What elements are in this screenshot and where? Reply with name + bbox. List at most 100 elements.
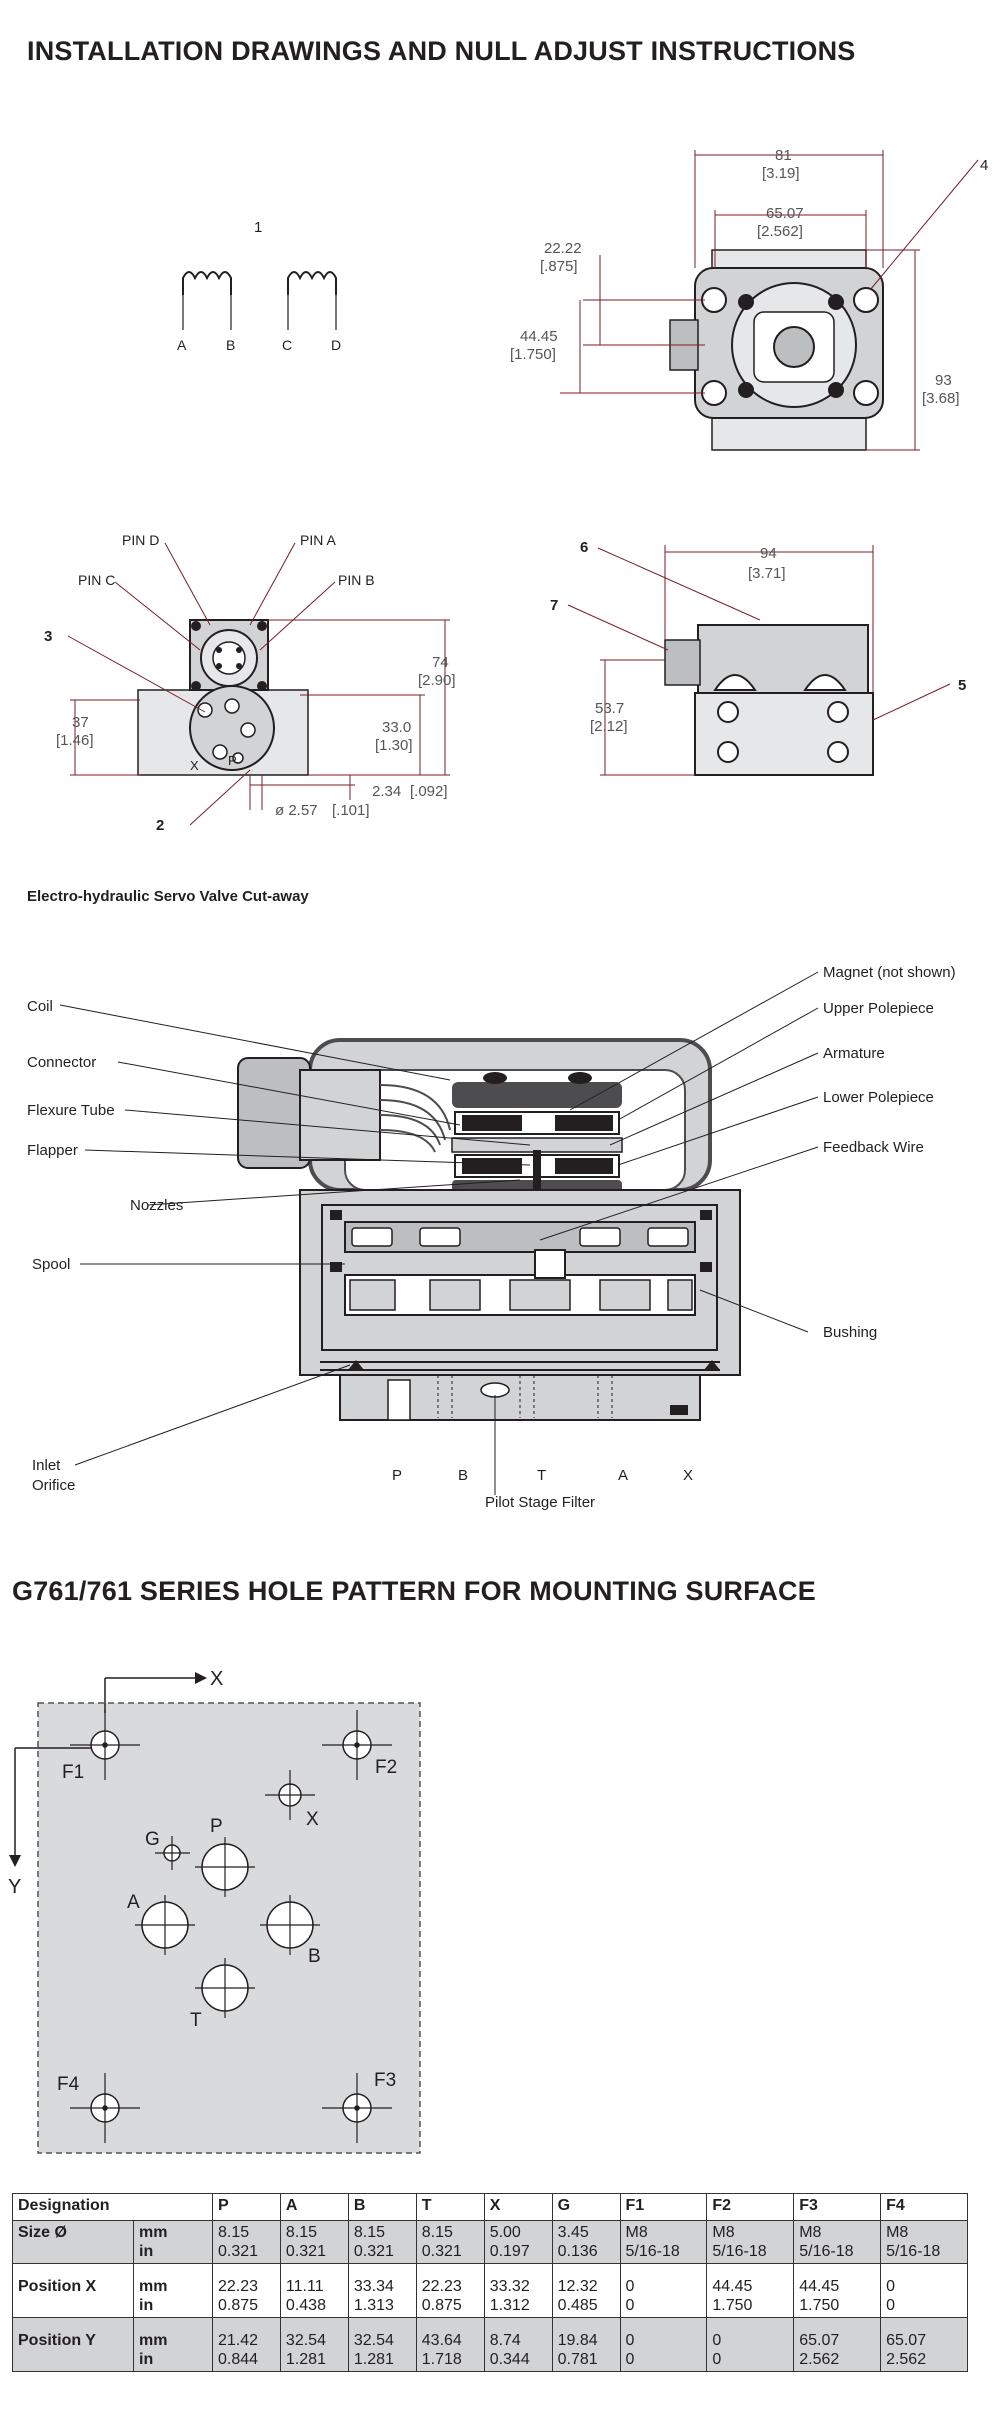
top-dim-6507-in: [2.562]: [757, 223, 803, 240]
front-dim-330-in: [1.30]: [375, 737, 413, 754]
top-dim-4445-in: [1.750]: [510, 346, 556, 363]
hole-f3: F3: [374, 2070, 396, 2091]
hole-x: X: [306, 1809, 319, 1830]
hole-a: A: [127, 1892, 140, 1913]
front-port-p: P: [228, 753, 237, 768]
row-label-position-x: Position X: [12, 2263, 134, 2318]
table-header-row: Designation P A B T X G F1 F2 F3 F4: [12, 2193, 968, 2221]
top-dim-2222: 22.22: [544, 240, 582, 257]
section-title-hole-pattern: G761/761 SERIES HOLE PATTERN FOR MOUNTIN…: [12, 1576, 816, 1606]
header-f4: F4: [880, 2193, 968, 2221]
cell-mm: 0: [712, 2332, 722, 2349]
front-dim-37: 37: [72, 714, 89, 731]
unit-mm: mm: [139, 2224, 168, 2241]
coil-number: 1: [254, 219, 262, 236]
cell-in: 1.750: [712, 2297, 753, 2314]
cell-in: 0.344: [489, 2351, 530, 2368]
hole-f4: F4: [57, 2074, 80, 2095]
section-title-cutaway: Electro-hydraulic Servo Valve Cut-away: [27, 888, 309, 905]
cell-mm: 33.34: [353, 2278, 394, 2295]
cell-mm: 33.32: [489, 2278, 530, 2295]
hole-p: P: [210, 1816, 223, 1837]
hole-t: T: [190, 2010, 202, 2031]
cell-in: 0.844: [218, 2351, 259, 2368]
cell-mm: 12.32: [557, 2278, 598, 2295]
table-cell: 21.42 0.844: [212, 2317, 281, 2372]
cell-in: 0.321: [353, 2243, 394, 2260]
cell-mm: 3.45: [557, 2224, 589, 2241]
label-feedback-wire: Feedback Wire: [823, 1139, 924, 1156]
hole-g: G: [145, 1829, 160, 1850]
cell-in: 0: [625, 2351, 635, 2368]
coil-diagram: 1 A B C D: [177, 219, 341, 353]
installation-drawings: 1 A B C D: [44, 147, 988, 834]
front-dim-257: ø 2.57: [275, 802, 318, 819]
hole-f1: F1: [62, 1762, 84, 1783]
cell-mm: 43.64: [421, 2332, 462, 2349]
label-spool: Spool: [32, 1256, 70, 1273]
port-a: A: [618, 1467, 628, 1484]
table-cell: M8 5/16-18: [880, 2220, 968, 2264]
side-dim-537: 53.7: [595, 700, 624, 717]
header-f1: F1: [619, 2193, 708, 2221]
side-dim-94: 94: [760, 545, 777, 562]
cell-mm: 32.54: [353, 2332, 394, 2349]
header-a: A: [279, 2193, 349, 2221]
cell-mm: 21.42: [218, 2332, 259, 2349]
front-dim-234: 2.34: [372, 783, 401, 800]
cell-in: 5/16-18: [886, 2243, 941, 2260]
cell-in: 0.197: [489, 2243, 530, 2260]
top-dim-6507: 65.07: [766, 205, 804, 222]
unit-in: in: [139, 2297, 154, 2314]
front-callout-3: 3: [44, 628, 52, 645]
label-orifice: Orifice: [32, 1477, 75, 1494]
front-dim-37-in: [1.46]: [56, 732, 94, 749]
front-dim-234-in: [.092]: [410, 783, 448, 800]
label-magnet: Magnet (not shown): [823, 964, 956, 981]
front-pin-c: PIN C: [78, 572, 115, 588]
cell-mm: 19.84: [557, 2332, 598, 2349]
coil-pin-d: D: [331, 337, 341, 353]
cell-in: 0.136: [557, 2243, 598, 2260]
cell-mm: 32.54: [285, 2332, 326, 2349]
cell-mm: 5.00: [489, 2224, 521, 2241]
label-upper-polepiece: Upper Polepiece: [823, 1000, 934, 1017]
top-dim-81-in: [3.19]: [762, 165, 800, 182]
cell-mm: 65.07: [799, 2332, 840, 2349]
front-dim-74: 74: [432, 654, 449, 671]
cell-in: 1.312: [489, 2297, 530, 2314]
cell-mm: M8: [886, 2224, 909, 2241]
valve-side-view: 6 7 5 94 [3.71] 53.7 [2.12]: [550, 539, 966, 776]
hole-pattern-drawing: X Y F1 F2 X G P A B T F4 F3: [8, 1668, 421, 2154]
row-label-position-y: Position Y: [12, 2317, 134, 2372]
cell-mm: 0: [625, 2278, 635, 2295]
cell-in: 0.438: [285, 2297, 326, 2314]
cell-in: 0: [886, 2297, 895, 2314]
row-label-size: Size Ø: [12, 2220, 134, 2264]
table-cell: 65.07 2.562: [793, 2317, 882, 2372]
side-dim-94-in: [3.71]: [748, 565, 786, 582]
front-port-x: X: [190, 758, 199, 773]
axis-x: X: [210, 1668, 223, 1690]
hole-f2: F2: [375, 1757, 397, 1778]
cell-in: 2.562: [799, 2351, 840, 2368]
label-connector: Connector: [27, 1054, 96, 1071]
cell-in: 0.781: [557, 2351, 598, 2368]
table-cell: 19.84 0.781: [551, 2317, 621, 2372]
